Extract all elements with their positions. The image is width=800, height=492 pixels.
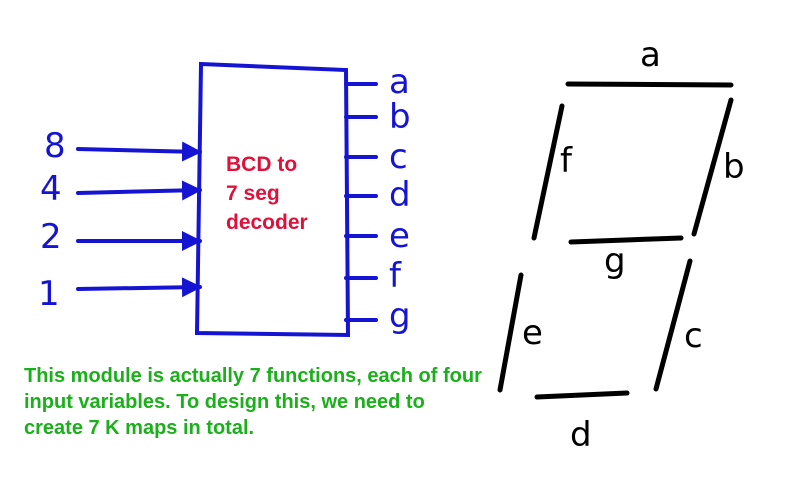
decoder-label-line-2: 7 seg: [226, 182, 280, 205]
segment-label-d: d: [570, 415, 592, 455]
output-label-d: d: [389, 175, 411, 215]
decoder-label-line-1: BCD to: [226, 153, 298, 176]
segment-d: [534, 390, 630, 400]
segment-label-e: e: [522, 313, 543, 353]
output-label-a: a: [389, 62, 410, 102]
input-arrow-1: [76, 277, 202, 298]
segment-a: [565, 81, 734, 88]
decoder-label: BCD to 7 seg decoder: [226, 150, 336, 237]
segment-label-b: b: [723, 147, 745, 187]
segment-label-f: f: [560, 141, 573, 181]
segment-label-g: g: [604, 241, 626, 281]
segment-f: [531, 103, 565, 241]
decoder-label-line-3: decoder: [226, 211, 308, 234]
output-label-f: f: [389, 256, 402, 296]
input-label-8: 8: [44, 126, 66, 166]
segment-label-c: c: [684, 316, 703, 356]
segment-b: [691, 97, 734, 237]
segment-g: [568, 235, 684, 245]
input-label-1: 1: [38, 274, 60, 314]
input-arrows: [76, 141, 202, 298]
segment-label-a: a: [640, 35, 661, 75]
output-label-c: c: [389, 137, 408, 177]
segment-e: [497, 272, 524, 393]
output-label-e: e: [389, 216, 410, 256]
segment-c: [653, 258, 693, 392]
seven-segment-display: [497, 81, 734, 400]
input-label-4: 4: [40, 169, 62, 209]
explanation-note: This module is actually 7 functions, eac…: [24, 365, 482, 439]
input-arrow-8: [76, 141, 202, 162]
output-label-b: b: [389, 97, 411, 137]
output-wires: [344, 82, 378, 322]
input-arrow-4: [76, 180, 202, 201]
output-label-g: g: [389, 296, 411, 336]
input-label-2: 2: [40, 217, 62, 257]
